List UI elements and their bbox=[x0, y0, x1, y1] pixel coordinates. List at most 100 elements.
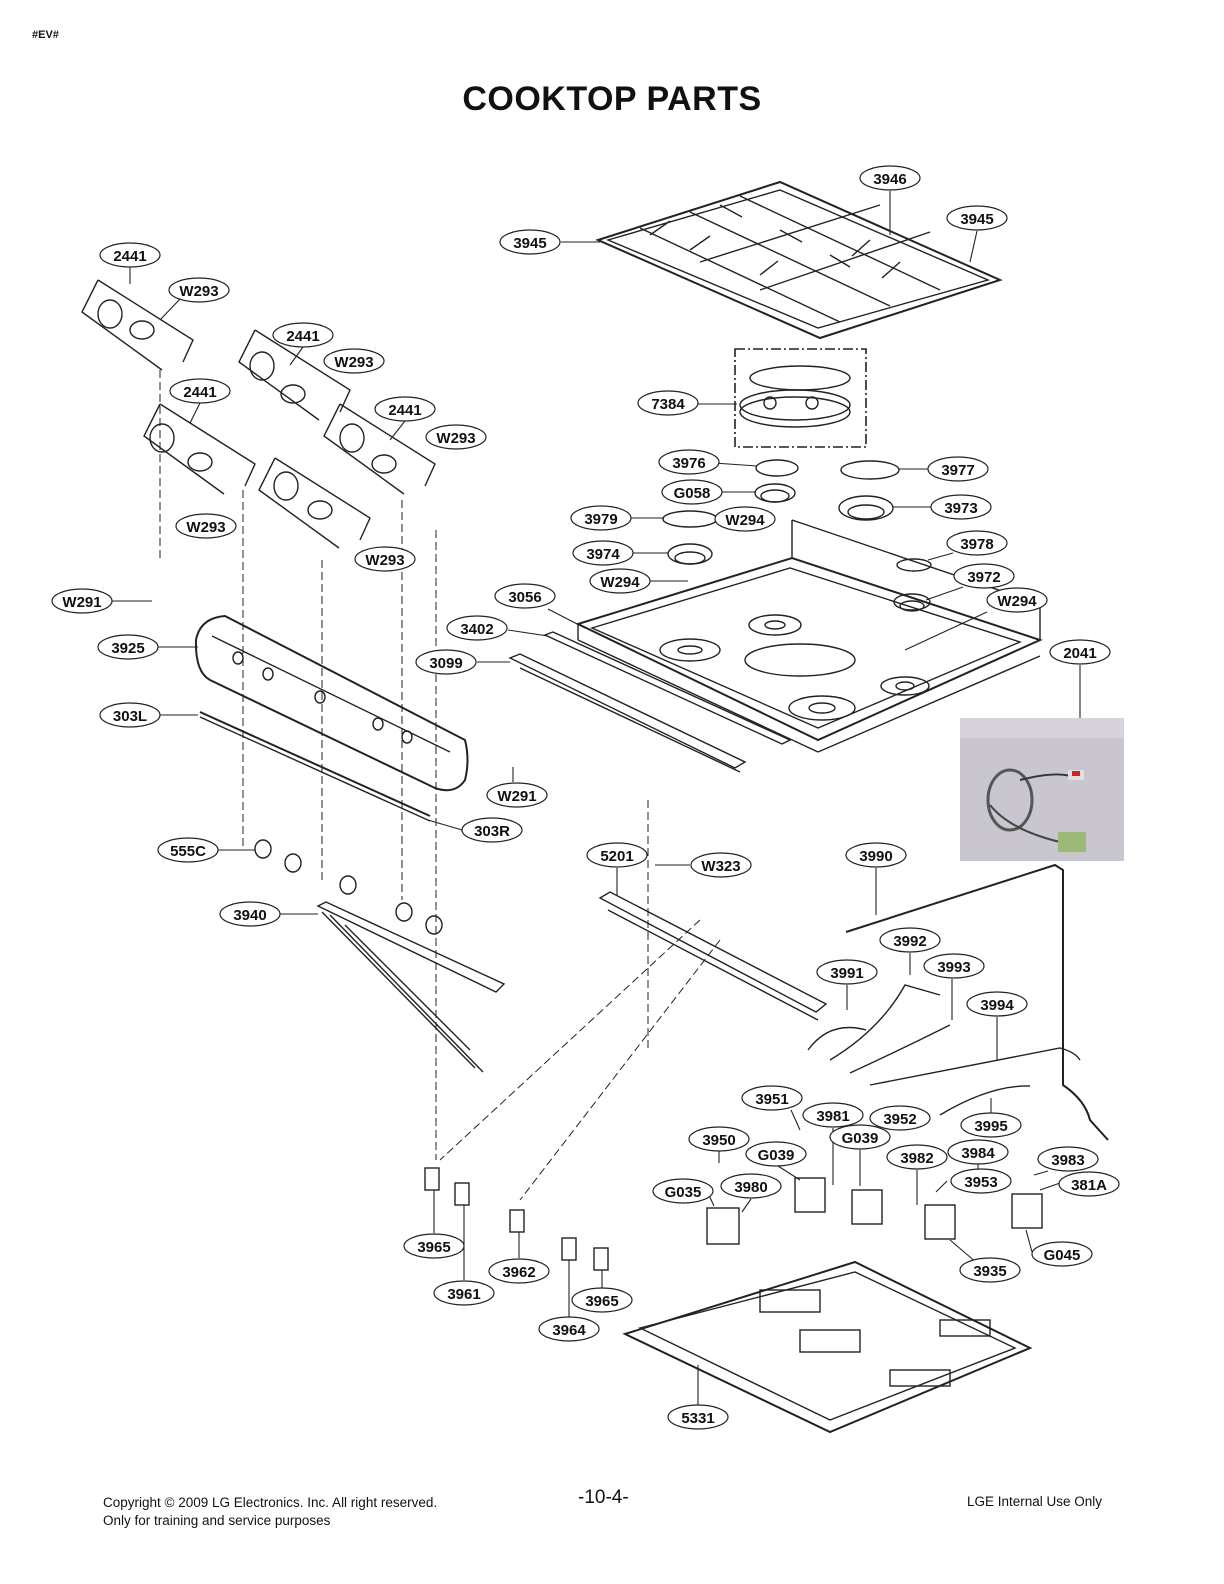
part-label-555c: 555C bbox=[157, 837, 219, 863]
svg-text:3980: 3980 bbox=[734, 1179, 767, 1196]
control-panel-drawing bbox=[194, 614, 469, 822]
svg-text:3953: 3953 bbox=[964, 1174, 997, 1191]
svg-text:3990: 3990 bbox=[859, 848, 892, 865]
part-label-g045: G045 bbox=[1031, 1241, 1093, 1267]
part-label-3974: 3974 bbox=[572, 540, 634, 566]
part-label-w291: W291 bbox=[51, 588, 113, 614]
svg-text:W294: W294 bbox=[600, 574, 640, 591]
svg-text:3976: 3976 bbox=[672, 455, 705, 472]
footer-copyright-block: Copyright © 2009 LG Electronics. Inc. Al… bbox=[103, 1494, 437, 1530]
orifice-brackets-drawing bbox=[706, 1177, 1043, 1245]
svg-text:3962: 3962 bbox=[502, 1264, 535, 1281]
svg-text:W293: W293 bbox=[334, 354, 373, 371]
svg-text:3945: 3945 bbox=[513, 235, 546, 252]
part-label-w293: W293 bbox=[425, 424, 487, 450]
part-label-3983: 3983 bbox=[1037, 1146, 1099, 1172]
part-label-303r: 303R bbox=[461, 817, 523, 843]
svg-text:3978: 3978 bbox=[960, 536, 993, 553]
svg-text:3995: 3995 bbox=[974, 1118, 1007, 1135]
svg-text:3951: 3951 bbox=[755, 1091, 788, 1108]
svg-text:3950: 3950 bbox=[702, 1132, 735, 1149]
svg-text:3925: 3925 bbox=[111, 640, 144, 657]
svg-text:3056: 3056 bbox=[508, 589, 541, 606]
part-label-3965: 3965 bbox=[403, 1233, 465, 1259]
front-bars-drawing bbox=[508, 631, 792, 773]
part-label-3950: 3950 bbox=[688, 1126, 750, 1152]
part-label-3977: 3977 bbox=[927, 456, 989, 482]
gas-tubes-drawing bbox=[807, 863, 1109, 1141]
cooktop-pan-drawing bbox=[575, 519, 1043, 753]
part-label-3992: 3992 bbox=[879, 927, 941, 953]
part-label-3973: 3973 bbox=[930, 494, 992, 520]
part-label-w293: W293 bbox=[354, 546, 416, 572]
svg-text:3993: 3993 bbox=[937, 959, 970, 976]
part-label-303l: 303L bbox=[99, 702, 161, 728]
svg-text:303L: 303L bbox=[113, 708, 147, 725]
part-label-3946: 3946 bbox=[859, 165, 921, 191]
svg-text:381A: 381A bbox=[1071, 1177, 1107, 1194]
simmer-burner-drawing bbox=[734, 348, 867, 448]
svg-text:3994: 3994 bbox=[980, 997, 1014, 1014]
part-label-w294: W294 bbox=[589, 568, 651, 594]
part-label-3935: 3935 bbox=[959, 1257, 1021, 1283]
svg-text:2441: 2441 bbox=[113, 248, 146, 265]
part-label-3976: 3976 bbox=[658, 449, 720, 475]
footer-internal-use: LGE Internal Use Only bbox=[967, 1494, 1103, 1509]
svg-text:2441: 2441 bbox=[388, 402, 421, 419]
part-label-g039: G039 bbox=[829, 1124, 891, 1150]
svg-text:3945: 3945 bbox=[960, 211, 993, 228]
burner-caps-drawing bbox=[662, 459, 932, 612]
svg-text:3952: 3952 bbox=[883, 1111, 916, 1128]
svg-text:G039: G039 bbox=[758, 1147, 795, 1164]
svg-text:3940: 3940 bbox=[233, 907, 266, 924]
svg-text:W294: W294 bbox=[725, 512, 765, 529]
svg-text:2441: 2441 bbox=[183, 384, 216, 401]
svg-text:3972: 3972 bbox=[967, 569, 1000, 586]
part-label-3990: 3990 bbox=[845, 842, 907, 868]
svg-text:G039: G039 bbox=[842, 1130, 879, 1147]
svg-text:3099: 3099 bbox=[429, 655, 462, 672]
part-label-3961: 3961 bbox=[433, 1280, 495, 1306]
part-label-3982: 3982 bbox=[886, 1144, 948, 1170]
svg-text:W323: W323 bbox=[701, 858, 740, 875]
part-label-3981: 3981 bbox=[802, 1102, 864, 1128]
svg-text:W293: W293 bbox=[365, 552, 404, 569]
page-number: -10-4- bbox=[578, 1487, 629, 1508]
grate-drawing bbox=[595, 180, 1003, 340]
svg-text:7384: 7384 bbox=[651, 396, 685, 413]
svg-text:3983: 3983 bbox=[1051, 1152, 1084, 1169]
svg-text:5331: 5331 bbox=[681, 1410, 714, 1427]
part-label-3952: 3952 bbox=[869, 1105, 931, 1131]
part-label-381a: 381A bbox=[1058, 1171, 1120, 1197]
svg-text:3974: 3974 bbox=[586, 546, 620, 563]
part-label-w294: W294 bbox=[986, 587, 1048, 613]
part-label-3972: 3972 bbox=[953, 563, 1015, 589]
part-label-w291: W291 bbox=[486, 782, 548, 808]
part-label-3056: 3056 bbox=[494, 583, 556, 609]
page-title: COOKTOP PARTS bbox=[462, 80, 762, 118]
knob-frames-drawing bbox=[81, 279, 436, 549]
wire-harness-photo bbox=[960, 718, 1124, 861]
svg-text:3992: 3992 bbox=[893, 933, 926, 950]
part-label-w293: W293 bbox=[323, 348, 385, 374]
rail-drawing bbox=[254, 839, 506, 1073]
part-label-3991: 3991 bbox=[816, 959, 878, 985]
svg-text:W291: W291 bbox=[62, 594, 101, 611]
part-label-3951: 3951 bbox=[741, 1085, 803, 1111]
svg-text:3402: 3402 bbox=[460, 621, 493, 638]
part-label-3979: 3979 bbox=[570, 505, 632, 531]
svg-text:3965: 3965 bbox=[417, 1239, 450, 1256]
svg-text:3982: 3982 bbox=[900, 1150, 933, 1167]
part-label-3980: 3980 bbox=[720, 1173, 782, 1199]
part-label-3984: 3984 bbox=[947, 1139, 1009, 1165]
part-label-3940: 3940 bbox=[219, 901, 281, 927]
svg-text:W293: W293 bbox=[179, 283, 218, 300]
part-label-3962: 3962 bbox=[488, 1258, 550, 1284]
svg-text:3984: 3984 bbox=[961, 1145, 995, 1162]
part-label-w293: W293 bbox=[175, 513, 237, 539]
part-label-w294: W294 bbox=[714, 506, 776, 532]
part-label-7384: 7384 bbox=[637, 390, 699, 416]
part-label-3402: 3402 bbox=[446, 615, 508, 641]
part-label-3945: 3945 bbox=[946, 205, 1008, 231]
part-label-2441: 2441 bbox=[169, 378, 231, 404]
